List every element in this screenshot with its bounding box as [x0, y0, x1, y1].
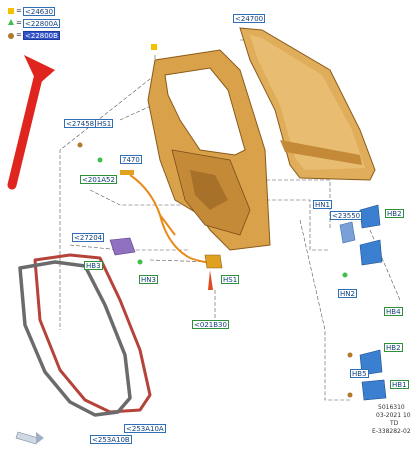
label-hn3[interactable]: HN3 — [139, 275, 158, 284]
label-201a52[interactable]: <201A52 — [80, 175, 117, 184]
label-hb1[interactable]: HB1 — [390, 380, 409, 389]
label-hb2-low[interactable]: HB2 — [384, 343, 403, 352]
door-seals — [18, 253, 152, 417]
label-hb3[interactable]: HB3 — [84, 261, 103, 270]
legend-label-22800b[interactable]: <22800B — [23, 31, 60, 40]
footer-date: 03-2021 10 — [376, 412, 411, 419]
door-outer-skin — [239, 27, 376, 181]
red-pointer-arrow — [7, 55, 55, 190]
door-inner-frame — [147, 49, 271, 251]
label-hn1[interactable]: HN1 — [313, 200, 332, 209]
label-hb4[interactable]: HB4 — [384, 307, 403, 316]
label-27458[interactable]: <27458 — [64, 119, 97, 128]
label-27204[interactable]: <27204 — [72, 233, 105, 242]
legend-equals-1: = — [16, 7, 22, 15]
label-23550[interactable]: <23550 — [330, 211, 363, 220]
legend-label-22800a[interactable]: <22800A — [23, 19, 60, 28]
footer-td: TD — [390, 420, 399, 427]
view-arrow-icon — [15, 431, 44, 445]
label-hn2[interactable]: HN2 — [338, 289, 357, 298]
harness-connector — [120, 170, 134, 175]
wiring-harness — [129, 174, 216, 266]
label-24700[interactable]: <24700 — [233, 14, 266, 23]
label-253a10b[interactable]: <253A10B — [90, 435, 132, 444]
label-021b30[interactable]: <021B30 — [192, 320, 229, 329]
label-hs1-top[interactable]: HS1 — [95, 119, 114, 128]
label-hs1-mid[interactable]: HS1 — [221, 275, 240, 284]
label-253a10a[interactable]: <253A10A — [124, 424, 166, 433]
label-hb5[interactable]: HB5 — [350, 369, 369, 378]
legend-equals-3: = — [16, 31, 22, 39]
marker-square — [151, 44, 157, 50]
legend-symbols — [8, 8, 14, 39]
footer-ref: E-338282-02 — [372, 428, 411, 435]
label-7470[interactable]: 7470 — [120, 155, 142, 164]
hinge-latch-parts — [77, 142, 387, 401]
label-hb2-top[interactable]: HB2 — [385, 209, 404, 218]
legend-label-24630[interactable]: <24630 — [23, 7, 56, 16]
legend-equals-2: = — [16, 19, 22, 27]
footer-code: 5016310 — [378, 404, 405, 411]
